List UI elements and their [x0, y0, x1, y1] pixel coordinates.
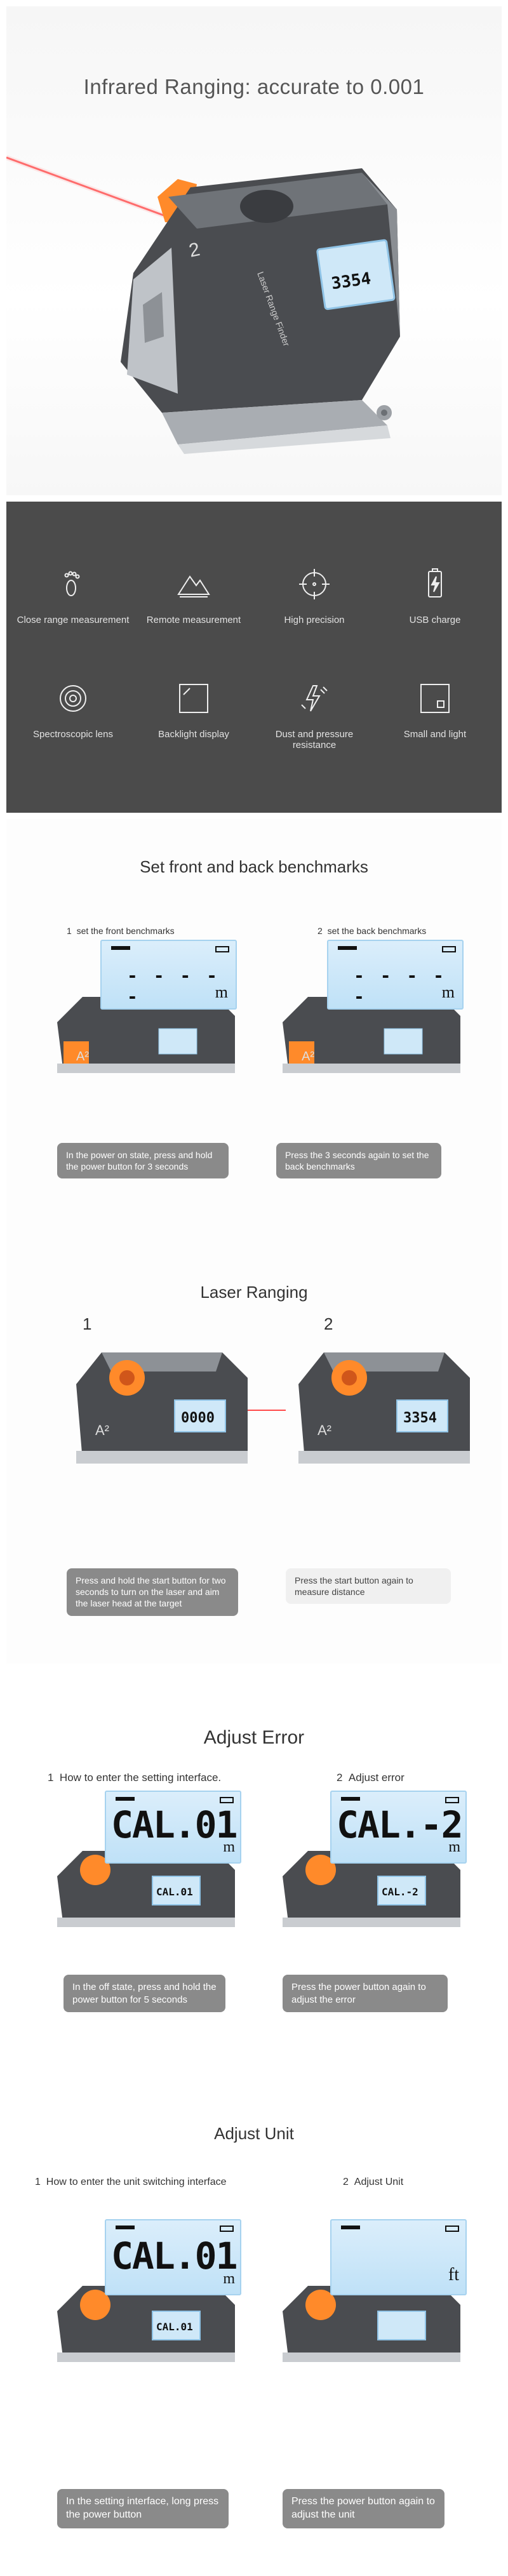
benchmark-device-1: A²	[57, 997, 235, 1073]
laser-step-2-number: 2	[324, 1314, 333, 1333]
step-text: How to enter the setting interface.	[59, 1772, 222, 1784]
error-lcd-2: CAL.-2 m	[330, 1791, 467, 1864]
feature-close-range: Close range measurement	[13, 565, 133, 625]
unit-lcd-1: CAL.01 m	[105, 2219, 241, 2295]
small-square-icon	[420, 684, 450, 713]
lcd-reading: CAL.-2	[337, 1803, 464, 1846]
benchmark-step-1-label: 1 set the front benchmarks	[67, 926, 175, 936]
lcd-reading: - - - - -	[127, 965, 220, 1007]
feature-lens: Spectroscopic lens	[13, 679, 133, 740]
laser-caption-2: Press the start button again to measure …	[286, 1568, 451, 1605]
unit-lcd-2: ft	[330, 2219, 467, 2295]
svg-text:A²: A²	[76, 1050, 89, 1064]
lcd-reading: CAL.01	[111, 1803, 238, 1846]
lcd-unit: ft	[448, 2265, 459, 2285]
error-device-1: CAL.01	[57, 1851, 235, 1927]
unit-device-1: CAL.01	[57, 2286, 235, 2362]
lcd-unit: m	[223, 1839, 235, 1855]
lcd-unit: m	[223, 2271, 235, 2287]
lightning-icon	[301, 685, 328, 712]
device-mark: 2	[187, 239, 202, 262]
feature-label: Spectroscopic lens	[33, 729, 113, 740]
benchmarks-laser-section: Set front and back benchmarks 1 set the …	[6, 819, 502, 1664]
laser-lcd-1-text: 0000	[181, 1410, 215, 1426]
step-text: How to enter the unit switching interfac…	[46, 2177, 227, 2187]
lcd-unit: m	[215, 983, 228, 1001]
lcd-unit: m	[441, 983, 455, 1001]
lcd-reading: CAL.01	[111, 2234, 238, 2278]
step-text: Adjust error	[348, 1772, 404, 1784]
laser-caption-1: Press and hold the start button for two …	[67, 1568, 238, 1616]
laser-step-1-number: 1	[83, 1314, 92, 1333]
error-step-1-label: 1 How to enter the setting interface.	[48, 1772, 221, 1784]
backlight-square-icon	[179, 684, 208, 713]
feature-remote: Remote measurement	[133, 565, 254, 625]
lens-icon	[60, 685, 86, 712]
hero-section: Infrared Ranging: accurate to 0.001 3354…	[6, 6, 502, 495]
error-lcd-2-small: CAL.-2	[382, 1886, 418, 1898]
benchmark-lcd-1: - - - - - m	[100, 940, 237, 1010]
step-number: 2	[343, 2177, 349, 2187]
unit-device-2	[283, 2286, 460, 2362]
feature-label: Backlight display	[158, 729, 229, 740]
error-title: Adjust Error	[203, 1727, 305, 1748]
error-device-2: CAL.-2	[283, 1851, 460, 1927]
error-caption-1: In the off state, press and hold the pow…	[64, 1975, 225, 2012]
benchmark-step-2-label: 2 set the back benchmarks	[318, 926, 426, 936]
feature-backlight: Backlight display	[133, 679, 254, 740]
laser-lcd-2-text: 3354	[403, 1410, 437, 1426]
laser-title: Laser Ranging	[200, 1283, 308, 1302]
benchmark-caption-1: In the power on state, press and hold th…	[57, 1143, 229, 1179]
step-number: 2	[337, 1772, 343, 1784]
benchmark-device-2: A²	[283, 997, 460, 1073]
step-number: 1	[48, 1772, 54, 1784]
benchmark-caption-2: Press the 3 seconds again to set the bac…	[276, 1143, 441, 1179]
laser-device-2: 3354 A²	[298, 1352, 470, 1464]
step-number: 2	[318, 926, 323, 936]
hero-device-image: 3354 2 Laser Range Finder	[6, 155, 400, 454]
svg-text:A²: A²	[302, 1050, 314, 1064]
step-number: 1	[67, 926, 72, 936]
lcd-unit: m	[448, 1839, 460, 1855]
svg-text:A²: A²	[95, 1422, 109, 1438]
feature-label: Remote measurement	[146, 615, 241, 625]
step-text: Adjust Unit	[354, 2177, 404, 2187]
error-caption-2: Press the power button again to adjust t…	[283, 1975, 448, 2012]
benchmarks-title: Set front and back benchmarks	[140, 857, 368, 876]
footprint-icon	[64, 571, 80, 596]
error-lcd-1-small: CAL.01	[156, 1886, 193, 1898]
step-number: 1	[35, 2177, 41, 2187]
feature-dust-pressure: Dust and pressure resistance	[254, 679, 375, 751]
laser-beam	[248, 1410, 286, 1411]
feature-label: USB charge	[409, 615, 461, 625]
unit-title: Adjust Unit	[214, 2124, 294, 2143]
step-text: set the back benchmarks	[327, 926, 427, 936]
step-text: set the front benchmarks	[76, 926, 175, 936]
unit-lcd-1-small: CAL.01	[156, 2321, 193, 2333]
crosshair-icon	[299, 569, 330, 599]
unit-caption-1: In the setting interface, long press the…	[57, 2489, 229, 2528]
error-step-2-label: 2 Adjust error	[337, 1772, 404, 1784]
feature-label: High precision	[284, 615, 345, 625]
feature-usb: USB charge	[375, 565, 495, 625]
unit-step-2-label: 2 Adjust Unit	[343, 2177, 403, 2188]
mountain-icon	[177, 575, 210, 597]
feature-precision: High precision	[254, 565, 375, 625]
error-lcd-1: CAL.01 m	[105, 1791, 241, 1864]
lcd-reading: - - - - -	[354, 965, 447, 1007]
laser-device-1: 0000 A²	[76, 1352, 248, 1464]
unit-step-1-label: 1 How to enter the unit switching interf…	[35, 2177, 227, 2188]
battery-charge-icon	[428, 568, 442, 597]
svg-text:A²: A²	[318, 1422, 331, 1438]
benchmark-lcd-2: - - - - - m	[327, 940, 464, 1010]
feature-small-light: Small and light	[375, 679, 495, 740]
error-unit-section: Adjust Error 1 How to enter the setting …	[6, 1664, 502, 2576]
hero-title: Infrared Ranging: accurate to 0.001	[83, 75, 425, 98]
feature-label: Close range measurement	[17, 615, 130, 625]
features-section: Close range measurement Remote measureme…	[6, 502, 502, 813]
feature-label: Dust and pressure resistance	[275, 729, 354, 751]
unit-caption-2: Press the power button again to adjust t…	[283, 2489, 444, 2528]
feature-label: Small and light	[403, 729, 467, 740]
